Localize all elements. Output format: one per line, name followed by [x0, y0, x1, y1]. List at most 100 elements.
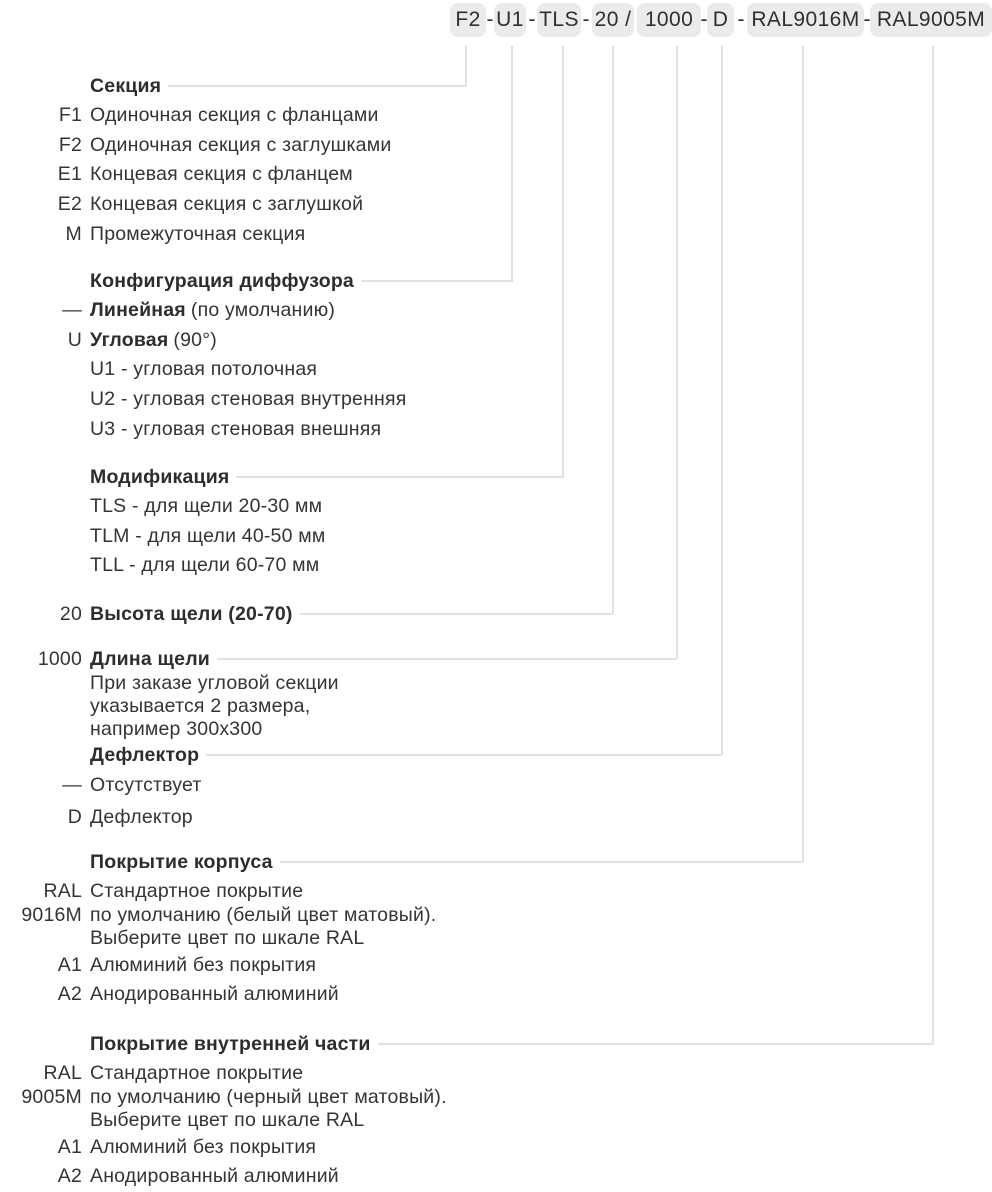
section-title: Конфигурация диффузора: [90, 269, 354, 292]
code-segment-height: 20 /: [592, 3, 634, 37]
item-code: M: [65, 222, 82, 245]
section-slot-length: 1000 Длина щели При заказе угловой секци…: [0, 644, 677, 741]
code-segment-length: 1000: [637, 3, 701, 37]
legend-row: RAL 9005M Стандартное покрытие по умолча…: [0, 1062, 933, 1133]
item-text: U3 - угловая стеновая внешняя: [90, 417, 382, 440]
item-code: U: [67, 328, 82, 351]
code-segment-config: U1: [494, 3, 526, 37]
item-text: Алюминий без покрытия: [90, 953, 317, 976]
legend-row: A1 Алюминий без покрытия: [0, 951, 803, 981]
section-modification: Модификация TLS - для щели 20-30 мм TLM …: [0, 462, 563, 581]
connector-hline: [360, 280, 512, 282]
connector-line-body-coating: [802, 46, 804, 862]
connector-line-config: [511, 46, 513, 282]
legend-row: A2 Анодированный алюминий: [0, 1162, 933, 1192]
code-segment-inner-coating: RAL9005M: [870, 3, 992, 37]
item-code: F1: [58, 104, 82, 127]
code-segment-modification: TLS: [537, 3, 581, 37]
connector-hline: [216, 658, 677, 660]
connector-line-deflector: [721, 46, 723, 755]
legend-row: U2 - угловая стеновая внутренняя: [0, 385, 512, 415]
item-text: Анодированный алюминий: [90, 1165, 339, 1188]
section-note: При заказе угловой секции указывается 2 …: [90, 672, 677, 741]
item-text: Промежуточная секция: [90, 222, 306, 245]
item-text: Стандартное покрытие по умолчанию (черны…: [90, 1062, 447, 1131]
item-code: F2: [58, 133, 82, 156]
section-slot-height: 20 Высота щели (20-70): [0, 599, 613, 629]
legend-row: RAL 9016M Стандартное покрытие по умолча…: [0, 880, 803, 951]
legend-row: — Отсутствует: [0, 770, 722, 801]
item-code: RAL 9005M: [21, 1062, 82, 1108]
connector-hline: [279, 861, 803, 863]
note-line: например 300x300: [90, 718, 263, 740]
item-code: —: [62, 299, 82, 322]
legend-row: A2 Анодированный алюминий: [0, 980, 803, 1010]
section-title: Длина щели: [90, 647, 210, 670]
item-code: E2: [57, 193, 82, 216]
connector-line-length: [676, 46, 678, 659]
section-inner-coating: Покрытие внутренней части RAL 9005M Стан…: [0, 1029, 933, 1192]
legend-row: M Промежуточная секция: [0, 219, 466, 249]
item-text: Концевая секция с заглушкой: [90, 193, 364, 216]
item-text: U1 - угловая потолочная: [90, 358, 318, 381]
section-deflector: Дефлектор — Отсутствует D Дефлектор: [0, 740, 722, 833]
legend-row: A1 Алюминий без покрытия: [0, 1133, 933, 1163]
section-code: 1000: [37, 647, 82, 670]
section-body-coating: Покрытие корпуса RAL 9016M Стандартное п…: [0, 847, 803, 1010]
item-text: Стандартное покрытие по умолчанию (белый…: [90, 880, 437, 949]
item-text: U2 - угловая стеновая внутренняя: [90, 388, 407, 411]
section-title: Покрытие внутренней части: [90, 1032, 371, 1055]
connector-hline: [206, 754, 722, 756]
item-code: A1: [57, 1135, 82, 1158]
section-title: Дефлектор: [90, 743, 200, 766]
section-code: 20: [59, 602, 82, 625]
note-line: При заказе угловой секции: [90, 672, 339, 694]
section-section: Секция F1 Одиночная секция с фланцами F2…: [0, 71, 466, 249]
legend-row: TLS - для щели 20-30 мм: [0, 492, 563, 522]
legend-row: TLM - для щели 40-50 мм: [0, 522, 563, 552]
item-text: Концевая секция с фланцем: [90, 163, 353, 186]
connector-line-inner-coating: [932, 46, 934, 1044]
legend-row: D Дефлектор: [0, 801, 722, 832]
item-text: Угловая(90°): [90, 328, 217, 351]
legend-row: F1 Одиночная секция с фланцами: [0, 101, 466, 131]
connector-line-modification: [562, 46, 564, 478]
section-title: Высота щели (20-70): [90, 602, 293, 625]
connector-hline: [377, 1043, 933, 1045]
legend-row: U3 - угловая стеновая внешняя: [0, 414, 512, 444]
section-title: Секция: [90, 74, 162, 97]
section-title: Покрытие корпуса: [90, 850, 273, 873]
code-separator: -: [737, 8, 745, 31]
code-separator: -: [700, 8, 708, 31]
item-code: A2: [57, 983, 82, 1006]
code-separator: -: [863, 8, 871, 31]
item-code: —: [62, 774, 82, 797]
item-text: TLS - для щели 20-30 мм: [90, 495, 323, 518]
connector-hline: [236, 476, 563, 478]
item-text: Одиночная секция с фланцами: [90, 104, 379, 127]
connector-hline: [299, 613, 613, 615]
item-text: Линейная(по умолчанию): [90, 299, 336, 322]
code-segment-body-coating: RAL9016M: [747, 3, 864, 37]
item-code: A2: [57, 1165, 82, 1188]
code-separator: -: [582, 8, 590, 31]
legend-row: E2 Концевая секция с заглушкой: [0, 190, 466, 220]
item-code: E1: [57, 163, 82, 186]
section-diffuser-config: Конфигурация диффузора — Линейная(по умо…: [0, 266, 512, 444]
section-title: Модификация: [90, 465, 230, 488]
legend-row: U Угловая(90°): [0, 326, 512, 356]
item-code: D: [67, 805, 82, 828]
code-separator: -: [528, 8, 536, 31]
item-text: Алюминий без покрытия: [90, 1135, 317, 1158]
connector-hline: [168, 85, 466, 87]
connector-line-height: [612, 46, 614, 614]
code-segment-deflector: D: [707, 3, 734, 37]
code-separator: -: [486, 8, 494, 31]
connector-line-section: [465, 46, 467, 86]
item-code: RAL 9016M: [21, 880, 82, 926]
legend-row: TLL - для щели 60-70 мм: [0, 551, 563, 581]
item-text: Анодированный алюминий: [90, 983, 339, 1006]
legend-row: — Линейная(по умолчанию): [0, 296, 512, 326]
note-line: указывается 2 размера,: [90, 695, 311, 717]
